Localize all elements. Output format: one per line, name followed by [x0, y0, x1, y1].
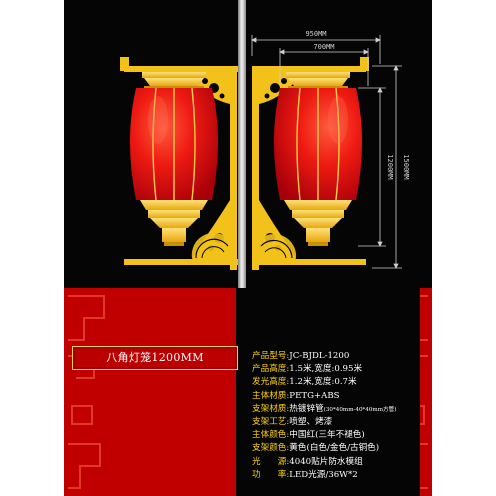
panel-divider	[238, 0, 246, 288]
left-product-view	[64, 0, 238, 288]
lattice-ornament	[68, 288, 428, 496]
spec-value: JC-BJDL-1200	[289, 351, 350, 361]
spec-value: LED光源/36W*2	[289, 469, 358, 480]
spec-label: 功 率:	[252, 469, 290, 480]
spec-value: 4040贴片防水模组	[289, 456, 363, 467]
spec-label: 主体材质:	[252, 390, 290, 401]
spec-value: 1.5米,宽度:0.95米	[289, 364, 363, 375]
spec-row: 产品型号:JC-BJDL-1200	[252, 350, 428, 363]
spec-label: 主体颜色:	[252, 430, 290, 441]
spec-label: 支架颜色:	[252, 443, 290, 454]
spec-value: 1.2米,宽度:0.7米	[289, 377, 357, 388]
spec-row: 功 率:LED光源/36W*2	[252, 469, 428, 482]
spec-row: 主体颜色:中国红(三年不褪色)	[252, 429, 428, 442]
spec-row: 主体材质:PETG+ABS	[252, 390, 428, 403]
spec-label: 光 源:	[252, 456, 290, 467]
spec-label: 支架材质:	[252, 403, 290, 414]
lantern-top-cap	[142, 72, 206, 89]
lantern-top-cap	[286, 72, 350, 89]
product-title: 八角灯笼1200MM	[72, 346, 238, 370]
inner-height-label: 1200MM	[386, 154, 394, 179]
spec-value: PETG+ABS	[289, 390, 340, 401]
spec-label: 产品高度:	[252, 364, 290, 375]
spec-panel	[236, 288, 420, 496]
spec-value: 中国红(三年不褪色)	[289, 430, 365, 441]
right-lantern-diagram: 950MM 700MM 1500MM 1200MM	[251, 30, 410, 270]
outer-width-label: 950MM	[305, 30, 326, 38]
spec-value: 黄色(白色/金色/古铜色)	[289, 443, 380, 454]
spec-label: 发光高度:	[252, 377, 290, 388]
lattice-left	[68, 295, 105, 489]
spec-note: (30*40mm-40*40mm方管)	[323, 406, 397, 413]
lantern-body	[274, 87, 362, 201]
spec-list: 产品型号:JC-BJDL-1200 产品高度:1.5米,宽度:0.95米 发光高…	[252, 350, 428, 482]
spec-row: 光 源:4040贴片防水模组	[252, 456, 428, 469]
spec-row: 支架颜色:黄色(白色/金色/古铜色)	[252, 442, 428, 455]
lantern-bottom-cap	[284, 200, 352, 246]
spec-row: 产品高度:1.5米,宽度:0.95米	[252, 363, 428, 376]
bracket	[120, 57, 238, 270]
spec-row: 支架材质:热镀锌管(30*40mm-40*40mm方管)	[252, 403, 428, 416]
spec-label: 支架工艺:	[252, 416, 290, 427]
spec-row: 发光高度:1.2米,宽度:0.7米	[252, 376, 428, 389]
left-lantern-illustration	[120, 57, 238, 270]
inner-width-label: 700MM	[313, 43, 334, 51]
lantern-body	[130, 87, 218, 201]
outer-height-label: 1500MM	[402, 154, 410, 179]
right-dimension-view: 950MM 700MM 1500MM 1200MM	[246, 0, 432, 288]
spec-label: 产品型号:	[252, 351, 290, 361]
spec-value: 喷塑、烤漆	[289, 416, 333, 427]
spec-value: 热镀锌管	[289, 403, 324, 414]
spec-row: 支架工艺:喷塑、烤漆	[252, 416, 428, 429]
dimension-lines	[251, 35, 402, 269]
lantern-bottom-cap	[140, 200, 208, 246]
